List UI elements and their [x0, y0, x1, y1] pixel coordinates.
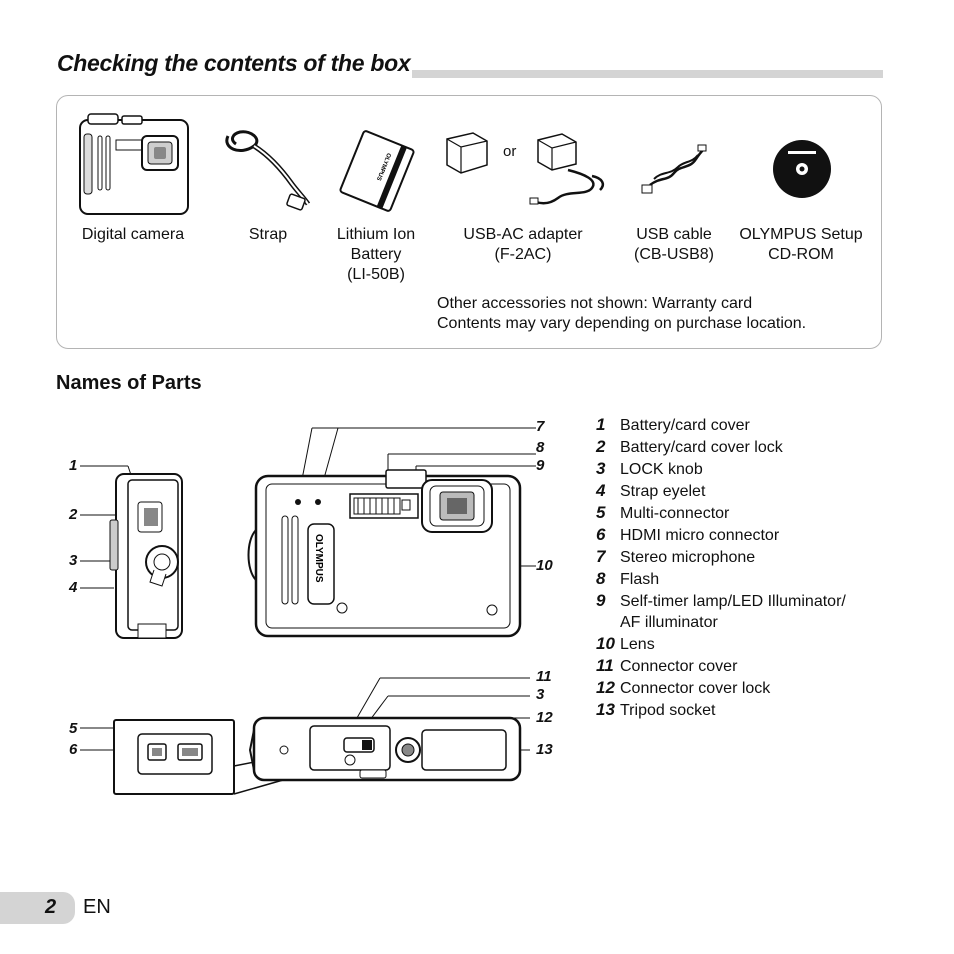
part-number: 9	[596, 591, 606, 610]
callout-side-2: 2	[69, 506, 78, 523]
page-number-tab	[0, 892, 75, 924]
part-number: 6	[596, 525, 606, 544]
callout-front-9: 9	[536, 457, 545, 474]
callout-front-10: 10	[536, 557, 553, 574]
camera-bottom-view-illustration	[248, 677, 530, 782]
front-camera-brand-text: OLYMPUS	[313, 534, 324, 583]
part-number: 8	[596, 569, 606, 588]
part-label: Flash	[620, 571, 660, 588]
part-item: 7 Stereo microphone	[596, 546, 916, 568]
part-item: 2 Battery/card cover lock	[596, 436, 916, 458]
callout-bottom-3: 3	[536, 686, 545, 703]
page-language: EN	[83, 896, 111, 918]
part-number: 3	[596, 459, 606, 478]
camera-front-view-illustration: OLYMPUS	[247, 427, 536, 638]
part-item: 9 Self-timer lamp/LED Illuminator/ AF ill…	[596, 590, 916, 633]
part-number: 4	[596, 481, 606, 500]
note-contents-vary: Contents may vary depending on purchase …	[437, 315, 807, 332]
part-label: Stereo microphone	[620, 549, 756, 566]
caption-usb-cable: USB cable (CB-USB8)	[633, 226, 714, 263]
part-label: HDMI micro connector	[620, 527, 780, 544]
callout-connector-5: 5	[69, 720, 78, 737]
part-label: Self-timer lamp/LED Illuminator/ AF illu…	[620, 593, 846, 631]
usb-ac-adapter-cable-illustration	[529, 133, 604, 205]
part-number: 1	[596, 415, 606, 434]
callout-connector-6: 6	[69, 741, 78, 758]
part-item: 13 Tripod socket	[596, 699, 916, 721]
part-number: 13	[596, 700, 615, 719]
caption-strap: Strap	[248, 226, 288, 243]
part-item: 12 Connector cover lock	[596, 677, 916, 699]
part-item: 8 Flash	[596, 568, 916, 590]
part-label: Connector cover lock	[620, 680, 771, 697]
connector-closeup-illustration	[80, 719, 307, 795]
part-number: 7	[596, 547, 606, 566]
camera-side-view-illustration	[80, 465, 183, 639]
note-accessories: Other accessories not shown: Warranty ca…	[437, 295, 753, 312]
usb-cable-illustration	[641, 144, 707, 194]
page-number: 2	[45, 896, 57, 918]
part-number: 5	[596, 503, 606, 522]
title-underline-bar	[412, 70, 883, 78]
caption-usb-ac-adapter: USB-AC adapter (F-2AC)	[463, 226, 583, 263]
strap-illustration	[225, 130, 311, 211]
caption-cd-rom: OLYMPUS Setup CD-ROM	[739, 226, 863, 263]
part-label: Multi-connector	[620, 505, 730, 522]
part-label: Strap eyelet	[620, 483, 706, 500]
callout-side-3: 3	[69, 552, 78, 569]
part-label: Connector cover	[620, 658, 738, 675]
part-item: 1 Battery/card cover	[596, 414, 916, 436]
usb-ac-adapter-small-illustration	[446, 132, 488, 174]
part-item: 5 Multi-connector	[596, 502, 916, 524]
part-label: Battery/card cover lock	[620, 439, 783, 456]
part-number: 2	[596, 437, 606, 456]
digital-camera-illustration	[79, 113, 189, 215]
section-heading-names-of-parts: Names of Parts	[56, 372, 202, 394]
callout-front-7: 7	[536, 418, 545, 435]
battery-illustration: OLYMPUS	[339, 130, 415, 212]
cd-rom-illustration	[773, 140, 831, 198]
page-title: Checking the contents of the box	[57, 50, 411, 76]
callout-bottom-13: 13	[536, 741, 553, 758]
caption-digital-camera: Digital camera	[81, 226, 185, 243]
part-label: LOCK knob	[620, 461, 703, 478]
part-item: 11 Connector cover	[596, 655, 916, 677]
callout-side-4: 4	[69, 579, 78, 596]
or-text: or	[503, 143, 517, 160]
part-number: 11	[596, 656, 614, 675]
part-label: Lens	[620, 636, 655, 653]
part-item: 6 HDMI micro connector	[596, 524, 916, 546]
parts-list: 1 Battery/card cover 2 Battery/card cover …	[596, 414, 916, 721]
part-item: 3 LOCK knob	[596, 458, 916, 480]
part-label: Tripod socket	[620, 702, 716, 719]
callout-bottom-12: 12	[536, 709, 553, 726]
part-label: Battery/card cover	[620, 417, 750, 434]
callout-bottom-11: 11	[536, 668, 552, 685]
part-item: 4 Strap eyelet	[596, 480, 916, 502]
part-number: 10	[596, 634, 615, 653]
part-number: 12	[596, 678, 615, 697]
callout-side-1: 1	[69, 457, 78, 474]
box-contents-panel	[56, 95, 882, 349]
callout-front-8: 8	[536, 439, 545, 456]
part-item: 10 Lens	[596, 633, 916, 655]
caption-battery: Lithium Ion Battery (LI-50B)	[336, 226, 416, 283]
